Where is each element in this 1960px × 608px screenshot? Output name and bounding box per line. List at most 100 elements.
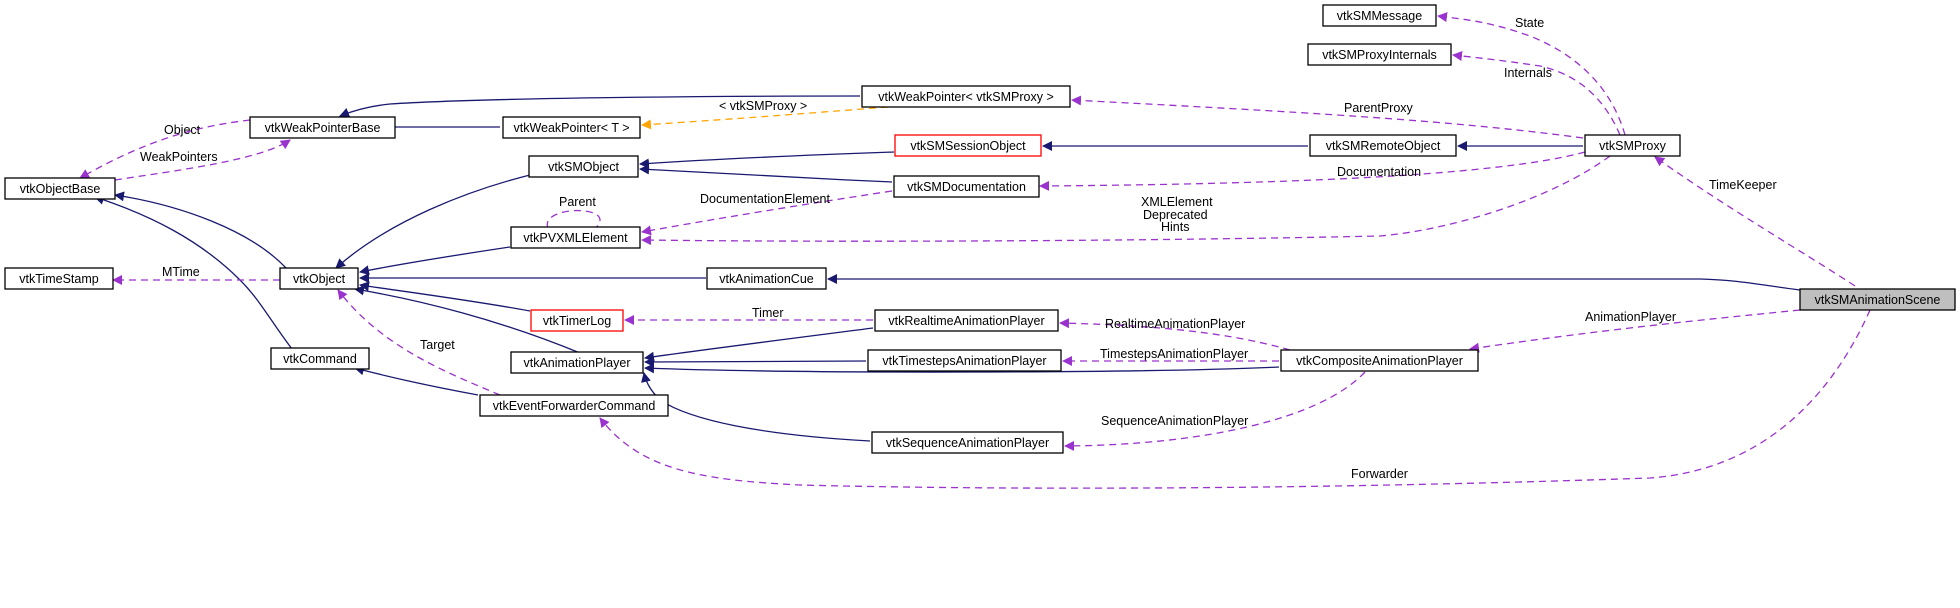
node-label: vtkTimestepsAnimationPlayer [882,354,1046,368]
node-vtkweakpointer-t[interactable]: vtkWeakPointer< T > [502,116,641,139]
edge-state [1437,12,1626,136]
node-vtkobjectbase[interactable]: vtkObjectBase [4,177,116,200]
label-forwarder: Forwarder [1351,467,1408,481]
edge-smdocumentation-to-smobject [639,164,893,183]
label-target: Target [420,338,455,352]
node-label: vtkAnimationCue [719,272,814,286]
node-label: vtkAnimationPlayer [524,356,631,370]
node-label: vtkObjectBase [20,182,101,196]
node-vtksmmessage[interactable]: vtkSMMessage [1322,4,1437,27]
edge-forwarder [599,309,1871,489]
node-vtksmanimationscene[interactable]: vtkSMAnimationScene [1799,288,1956,311]
edge-eventforwarder-to-vtkcommand [354,365,479,396]
node-vtkweakpointerbase[interactable]: vtkWeakPointerBase [249,116,396,139]
node-label: vtkCommand [283,352,357,366]
node-vtkanimationcue[interactable]: vtkAnimationCue [706,267,827,290]
edge-smanimationscene-to-animationcue [827,274,1801,291]
edge-vtkobject-to-objectbase [114,191,287,269]
edge-timerlog-to-vtkobject [359,281,531,312]
label-documentationelement: DocumentationElement [700,192,830,206]
node-vtksmproxy[interactable]: vtkSMProxy [1584,134,1681,157]
nodes: vtkSMMessage vtkSMProxyInternals vtkWeak… [4,4,1956,454]
edge-sequenceanimationplayer [1064,371,1366,451]
edge-parentproxy [1071,95,1584,139]
node-vtktimerlog[interactable]: vtkTimerLog [530,309,624,332]
node-label: vtkSMRemoteObject [1326,139,1441,153]
edges [79,12,1871,489]
edge-object [79,119,251,179]
edge-parent-self [546,209,601,237]
node-label: vtkSMProxy [1599,139,1666,153]
edge-vtkcommand-to-objectbase [94,195,293,350]
node-label: vtkSMMessage [1337,9,1422,23]
label-parent: Parent [559,195,596,209]
label-timer: Timer [752,306,783,320]
edge-realtimeanimationplayer [1059,318,1291,351]
node-label: vtkWeakPointerBase [265,121,381,135]
edge-animationplayer [1469,309,1801,353]
node-vtkrealtimeanimationplayer[interactable]: vtkRealtimeAnimationPlayer [874,309,1059,332]
node-vtktimestamp[interactable]: vtkTimeStamp [4,267,114,290]
edge-timesteps-to-animationplayer [644,356,867,367]
label-parentproxy: ParentProxy [1344,101,1414,115]
label-xmlelement: XMLElement [1141,195,1213,209]
edge-documentation [1039,151,1586,191]
edge-realtime-to-animationplayer [644,327,874,362]
edge-weakpointers [114,139,291,181]
label-object: Object [164,123,201,137]
label-hints: Hints [1161,220,1189,234]
node-vtkcommand[interactable]: vtkCommand [270,347,370,370]
edge-sequence-to-animationplayer [641,372,871,442]
node-label: vtkRealtimeAnimationPlayer [888,314,1044,328]
label-template-vtksmproxy: < vtkSMProxy > [719,99,807,113]
node-vtkweakpointer-vtksmproxy[interactable]: vtkWeakPointer< vtkSMProxy > [861,85,1071,108]
label-weakpointers: WeakPointers [140,150,218,164]
edge-animationplayer-to-vtkobject [354,285,581,354]
node-vtksequenceanimationplayer[interactable]: vtkSequenceAnimationPlayer [871,431,1064,454]
node-vtkobject[interactable]: vtkObject [279,267,359,290]
label-timestepsanimationplayer: TimestepsAnimationPlayer [1100,347,1248,361]
node-vtkpvxmlelement[interactable]: vtkPVXMLElement [510,226,641,249]
edge-sessionobject-to-smobject [639,151,895,169]
node-vtkanimationplayer[interactable]: vtkAnimationPlayer [510,351,644,374]
edge-template-vtksmproxy [641,105,901,130]
node-label: vtkSMDocumentation [907,180,1026,194]
edge-timekeeper [1654,156,1856,287]
node-label: vtkSMObject [548,160,619,174]
edge-target [337,289,501,396]
node-label: vtkSMAnimationScene [1815,293,1941,307]
node-vtksmsessionobject[interactable]: vtkSMSessionObject [894,134,1042,157]
node-vtkeventforwardercommand[interactable]: vtkEventForwarderCommand [479,394,669,417]
node-label: vtkWeakPointer< T > [513,121,629,135]
node-vtksmproxyinternals[interactable]: vtkSMProxyInternals [1307,43,1452,66]
node-vtktimestepsanimationplayer[interactable]: vtkTimestepsAnimationPlayer [867,349,1062,372]
edge-xmlelement [641,155,1611,246]
edge-internals [1452,51,1621,136]
label-mtime: MTime [162,265,200,279]
node-vtksmremoteobject[interactable]: vtkSMRemoteObject [1309,134,1457,157]
node-label: vtkSMSessionObject [910,139,1026,153]
node-label: vtkEventForwarderCommand [493,399,656,413]
node-label: vtkSMProxyInternals [1322,48,1437,62]
edge-composite-to-animationplayer [644,363,1280,374]
node-vtksmdocumentation[interactable]: vtkSMDocumentation [893,175,1040,198]
node-label: vtkWeakPointer< vtkSMProxy > [878,90,1054,104]
edge-weakpointer-vtksmproxy-to-weakpointerbase [339,95,861,118]
label-documentation: Documentation [1337,165,1421,179]
label-state: State [1515,16,1544,30]
label-sequenceanimationplayer: SequenceAnimationPlayer [1101,414,1248,428]
node-vtksmobject[interactable]: vtkSMObject [528,155,639,178]
label-deprecated: Deprecated [1143,208,1208,222]
node-label: vtkObject [293,272,346,286]
label-timekeeper: TimeKeeper [1709,178,1777,192]
node-label: vtkTimerLog [543,314,611,328]
node-label: vtkSequenceAnimationPlayer [886,436,1049,450]
node-label: vtkPVXMLElement [523,231,628,245]
edge-smobject-to-vtkobject [335,174,531,269]
label-realtimeanimationplayer: RealtimeAnimationPlayer [1105,317,1245,331]
node-vtkcompositeanimationplayer[interactable]: vtkCompositeAnimationPlayer [1280,349,1479,372]
node-label: vtkTimeStamp [19,272,98,286]
label-animationplayer: AnimationPlayer [1585,310,1676,324]
label-internals: Internals [1504,66,1552,80]
